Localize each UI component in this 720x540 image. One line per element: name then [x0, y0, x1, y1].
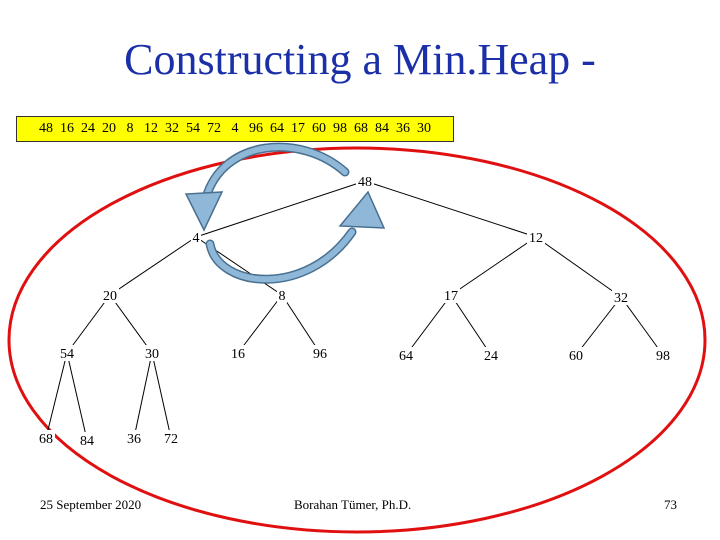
tree-edge — [405, 294, 452, 356]
swap-arrow-left — [184, 142, 350, 232]
tree-edge — [364, 180, 537, 238]
tree-node-24: 24 — [484, 349, 498, 364]
tree-node-bg — [567, 347, 585, 363]
tree-node-12: 12 — [529, 231, 543, 246]
tree-edge — [133, 352, 153, 439]
tree-edge — [450, 294, 492, 356]
tree-node-72: 72 — [164, 432, 178, 447]
tree-edge — [45, 352, 68, 439]
tree-node-64: 64 — [399, 349, 413, 364]
tree-node-30: 30 — [145, 347, 159, 362]
tree-node-96: 96 — [313, 347, 327, 362]
tree-node-16: 16 — [231, 347, 245, 362]
tree-node-bg — [397, 347, 415, 363]
tree-edge — [109, 294, 153, 354]
tree-node-bg — [143, 345, 161, 361]
tree-node-bg — [191, 229, 201, 245]
tree-node-bg — [37, 430, 55, 446]
tree-edge — [237, 294, 283, 354]
array-text: 48 16 24 20 8 12 32 54 72 4 96 64 17 60 … — [39, 121, 431, 136]
tree-node-bg — [162, 430, 180, 446]
highlight-ellipse — [7, 146, 707, 534]
array-box: 48 16 24 20 8 12 32 54 72 4 96 64 17 60 … — [16, 116, 454, 142]
tree-node-bg — [229, 345, 247, 361]
tree-node-bg — [277, 287, 287, 303]
footer-author: Borahan Tümer, Ph.D. — [294, 497, 412, 512]
tree-edge — [575, 296, 622, 356]
tree-node-bg — [612, 289, 630, 305]
tree-node-bg — [654, 347, 672, 363]
footer-date: 25 September 2020 — [40, 497, 142, 512]
tree-edge — [620, 296, 664, 356]
tree-edge — [450, 236, 537, 296]
tree-edge — [151, 352, 172, 439]
slide-title: Constructing a Min.Heap - — [124, 35, 596, 84]
tree-node-bg — [442, 287, 460, 303]
page-number: 73 — [664, 497, 677, 512]
tree-node-20: 20 — [103, 289, 117, 304]
tree-edge — [66, 352, 88, 441]
tree-node-bg — [58, 345, 76, 361]
tree-node-84: 84 — [80, 434, 94, 449]
tree-edge — [66, 294, 111, 354]
tree-node-bg — [78, 432, 96, 448]
tree-node-54: 54 — [60, 347, 74, 362]
tree-edge — [281, 294, 321, 354]
tree-node-32: 32 — [614, 291, 628, 306]
tree-node-48: 48 — [358, 175, 372, 190]
tree-node-98: 98 — [656, 349, 670, 364]
swap-arrow-right — [205, 190, 386, 284]
tree-node-bg — [311, 345, 329, 361]
tree-node-bg — [125, 430, 143, 446]
tree-edge — [109, 236, 197, 296]
tree-node-36: 36 — [127, 432, 141, 447]
tree-node-4: 4 — [193, 231, 200, 246]
tree-node-17: 17 — [444, 289, 458, 304]
tree-node-60: 60 — [569, 349, 583, 364]
tree-node-8: 8 — [279, 289, 286, 304]
tree-node-68: 68 — [39, 432, 53, 447]
tree-edge — [535, 236, 622, 298]
tree-node-bg — [356, 173, 374, 189]
tree-nodes: 48 4 12 20 8 17 32 54 30 16 96 64 24 60 98 68 84 36 72 — [37, 173, 672, 449]
tree-node-bg — [527, 229, 545, 245]
tree-edge — [195, 180, 366, 238]
tree-node-bg — [482, 347, 500, 363]
tree-node-bg — [101, 287, 119, 303]
